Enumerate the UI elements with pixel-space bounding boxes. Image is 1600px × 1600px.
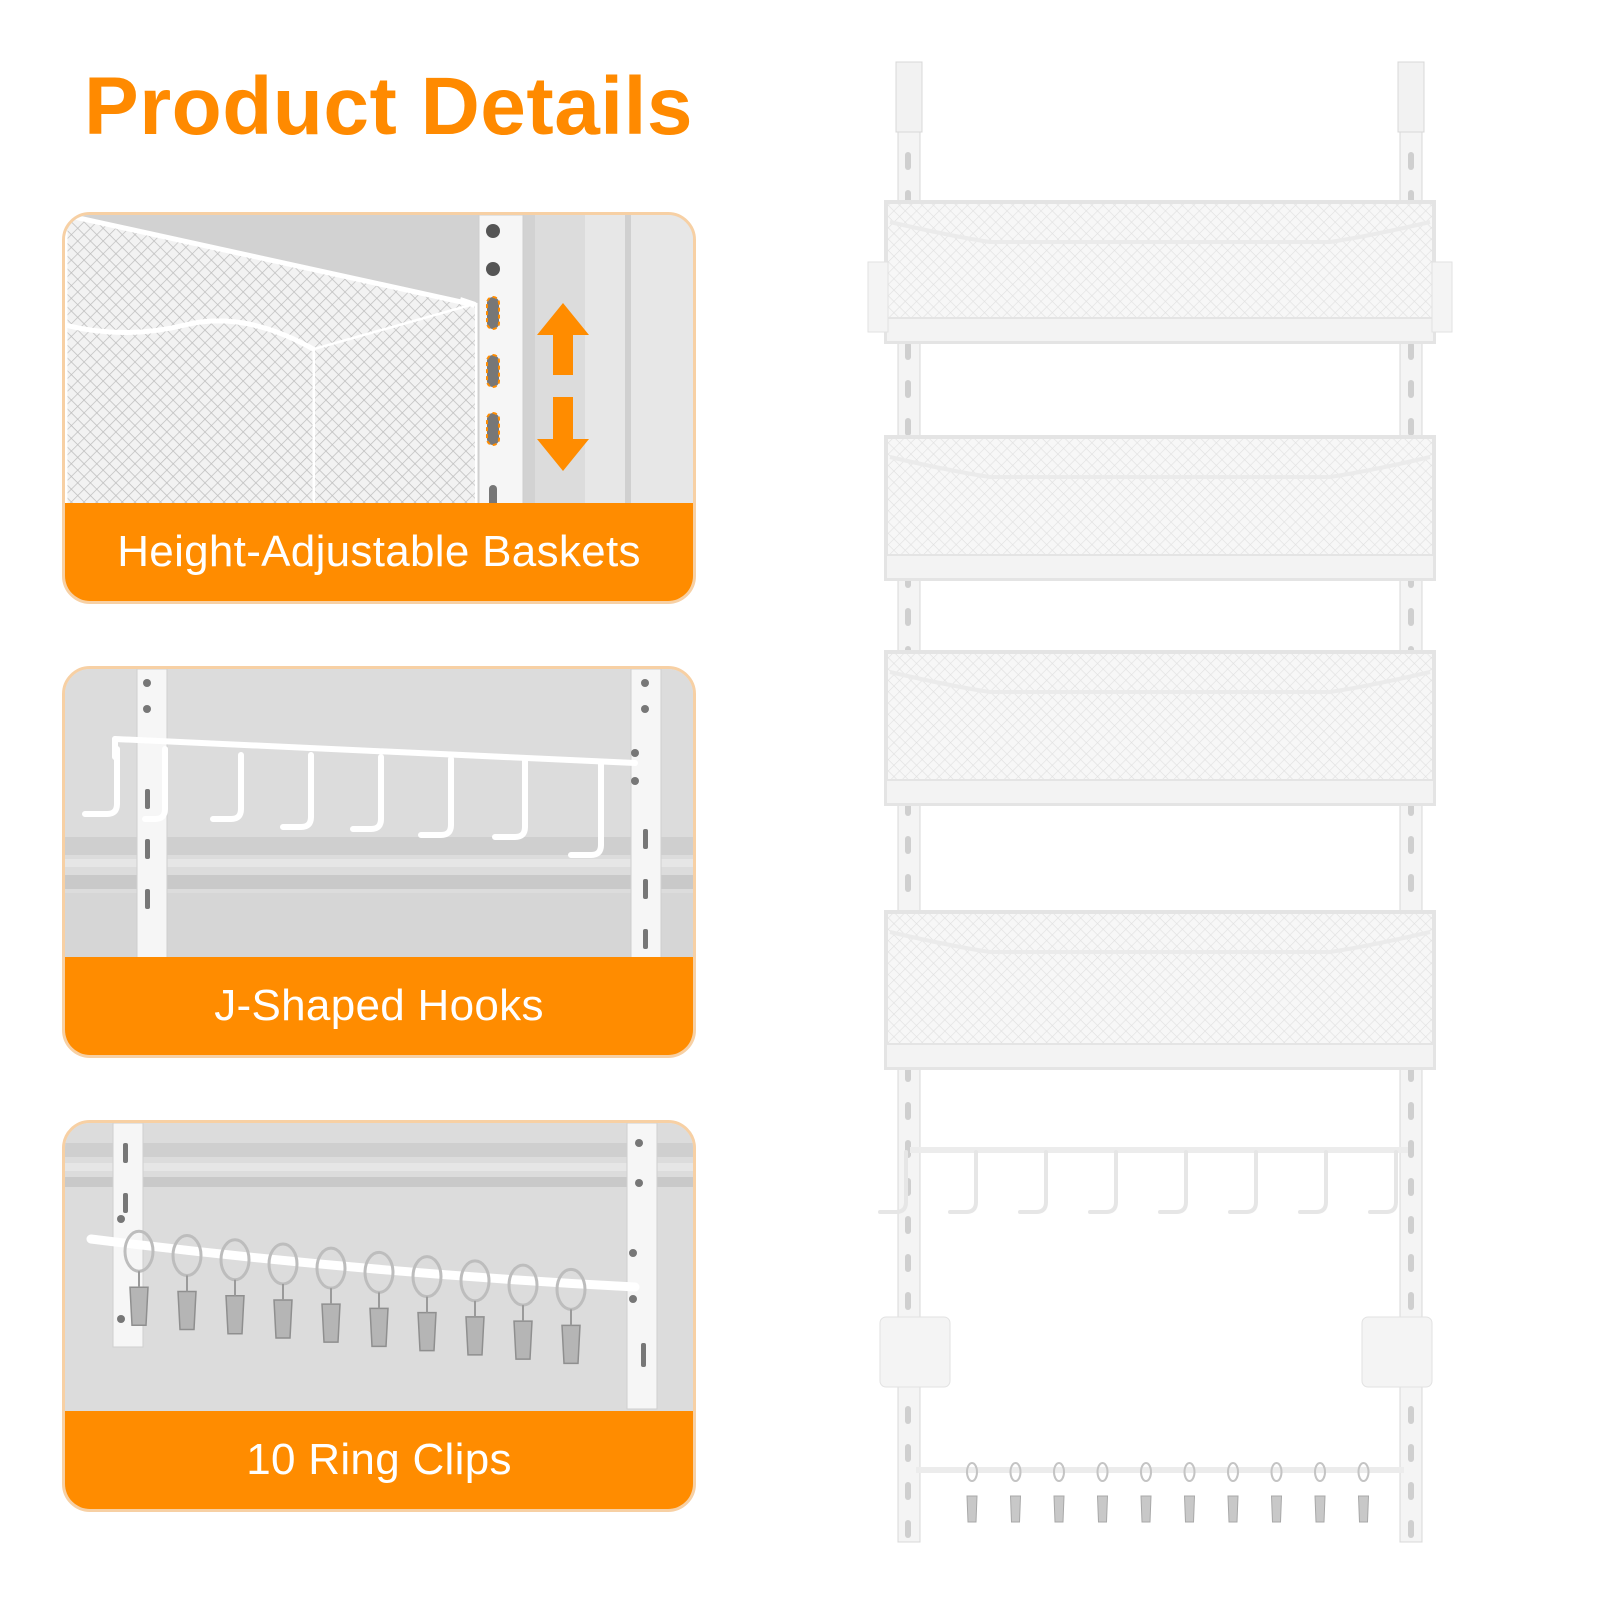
feature-label: Height-Adjustable Baskets: [117, 527, 641, 576]
basket-closeup-photo: [65, 215, 693, 511]
ring-clip-icon: [123, 1229, 587, 1365]
product-clip: [1009, 1462, 1022, 1523]
product-clip: [1227, 1462, 1239, 1523]
j-hook: [1088, 1150, 1118, 1214]
j-hook: [878, 1150, 908, 1214]
hooks-closeup-photo: [65, 669, 693, 965]
basket: [884, 200, 1436, 344]
clips-closeup-photo: [65, 1123, 693, 1419]
ring-clip: [507, 1263, 539, 1360]
feature-label: J-Shaped Hooks: [214, 981, 544, 1030]
ring-clip: [267, 1242, 299, 1339]
product-clip: [1140, 1462, 1152, 1523]
ring-clip: [315, 1246, 347, 1343]
basket: [884, 435, 1436, 581]
j-hook: [1228, 1150, 1258, 1214]
j-hook: [1368, 1150, 1398, 1214]
feature-label-banner: J-Shaped Hooks: [65, 957, 693, 1055]
ring-clip: [363, 1250, 395, 1348]
ring-clip: [219, 1238, 251, 1335]
height-arrows-icon: [537, 303, 589, 471]
j-hook-icon: [82, 736, 638, 858]
product-clip: [1357, 1462, 1370, 1523]
page-title: Product Details: [84, 61, 693, 152]
ring-clip: [411, 1255, 443, 1352]
j-hook: [948, 1150, 978, 1214]
basket: [884, 910, 1436, 1070]
ring-clip: [171, 1233, 203, 1331]
product-clip: [1314, 1462, 1326, 1523]
feature-card-j-hooks: J-Shaped Hooks: [62, 666, 696, 1058]
product-clip: [966, 1462, 978, 1523]
feature-label-banner: 10 Ring Clips: [65, 1411, 693, 1509]
j-hook: [1158, 1150, 1188, 1214]
ring-clip: [459, 1259, 491, 1356]
product-image: [867, 61, 1453, 1543]
product-clip: [1183, 1462, 1196, 1523]
j-hook: [1018, 1150, 1048, 1214]
feature-card-ring-clips: 10 Ring Clips: [62, 1120, 696, 1512]
ring-clip: [123, 1229, 155, 1326]
product-clip: [1270, 1462, 1283, 1523]
product-clip: [1053, 1462, 1065, 1523]
j-hook: [1298, 1150, 1328, 1214]
feature-label: 10 Ring Clips: [246, 1435, 512, 1484]
ring-clip: [555, 1267, 587, 1365]
feature-label-banner: Height-Adjustable Baskets: [65, 503, 693, 601]
feature-card-height-adjustable: Height-Adjustable Baskets: [62, 212, 696, 604]
basket: [884, 650, 1436, 806]
product-clip: [1096, 1462, 1109, 1523]
